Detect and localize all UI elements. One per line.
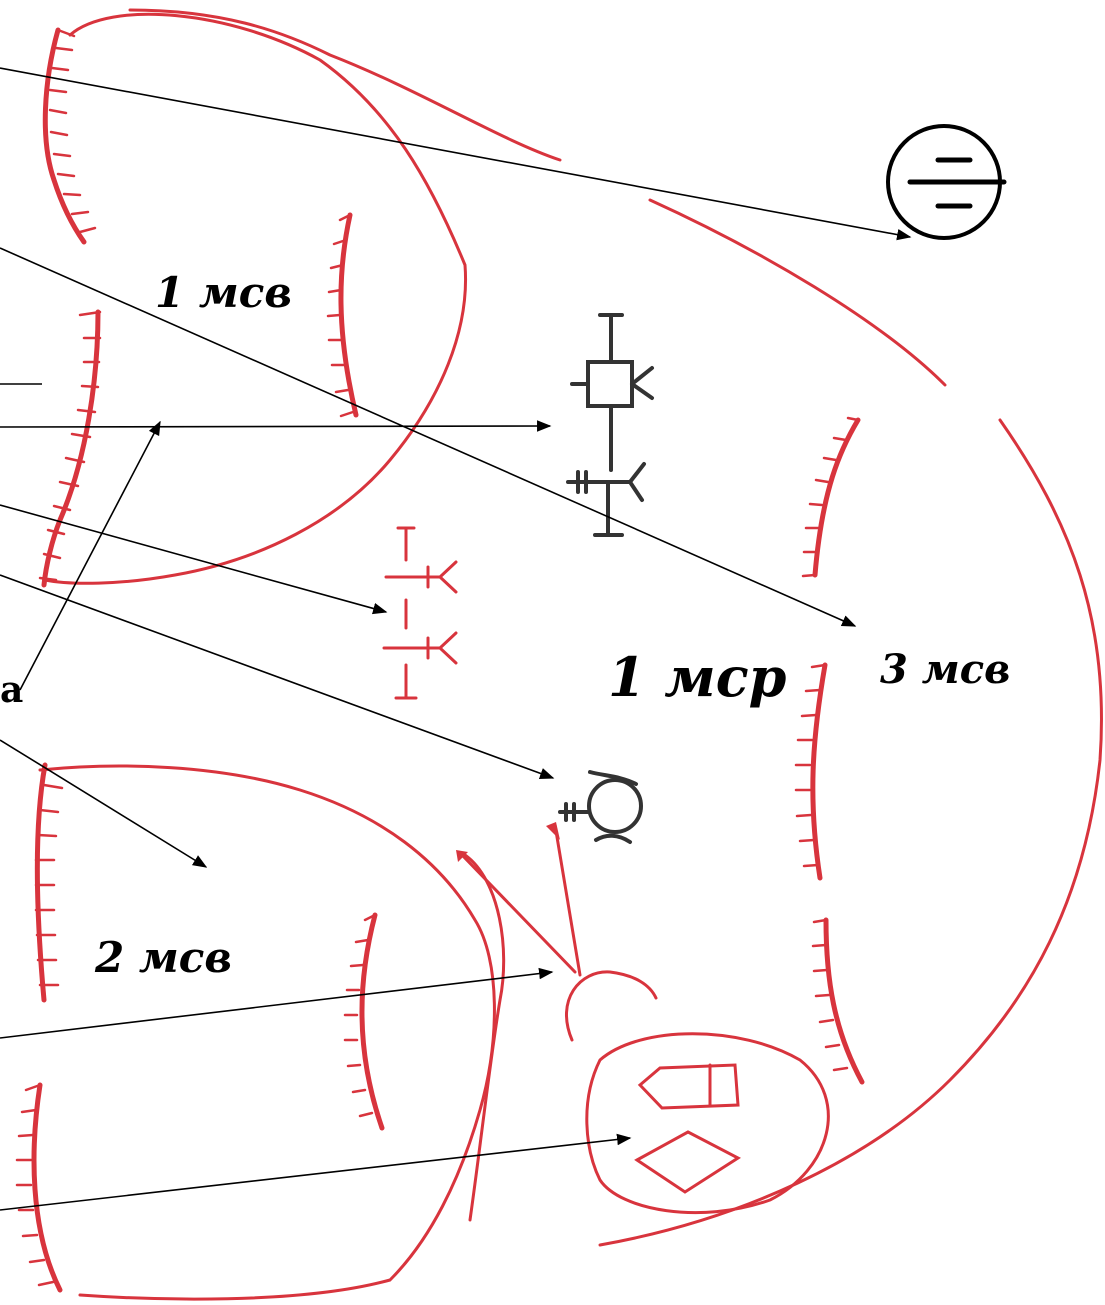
platoon-2-label: 2 мсв: [95, 933, 232, 982]
cut-off-letter: а: [0, 669, 24, 711]
armored-vehicle-icon: [460, 823, 658, 1042]
observation-post-icon: [558, 770, 643, 844]
supply-point-icon: [585, 1032, 830, 1215]
ground-symbol-icon: [886, 124, 1007, 240]
pointer-lines: [0, 67, 912, 1211]
arrow-head-red: [456, 822, 560, 862]
platoon-1-area: [43, 8, 562, 585]
trench-position-icon: [38, 309, 102, 588]
command-post-icon: [570, 313, 654, 472]
trench-position-icon: [42, 27, 97, 245]
weapon-pair-icon: [382, 526, 458, 700]
trench-position-icon: [343, 912, 385, 1131]
platoon-3-label: 3 мсв: [880, 646, 1011, 693]
trench-position-icon: [15, 1082, 63, 1293]
platoon-2-area: [38, 764, 506, 1301]
platoon-1-label: 1 мсв: [155, 268, 292, 317]
trench-position-icon: [811, 917, 865, 1085]
trench-position-icon: [794, 662, 828, 881]
company-label: 1 мср: [608, 645, 787, 709]
trench-position-icon: [326, 212, 359, 418]
weapon-pair-icon: [566, 462, 646, 537]
boundary-arc-icon: [598, 198, 1104, 1247]
trench-position-icon: [801, 416, 861, 578]
trench-position-icon: [34, 762, 64, 1003]
